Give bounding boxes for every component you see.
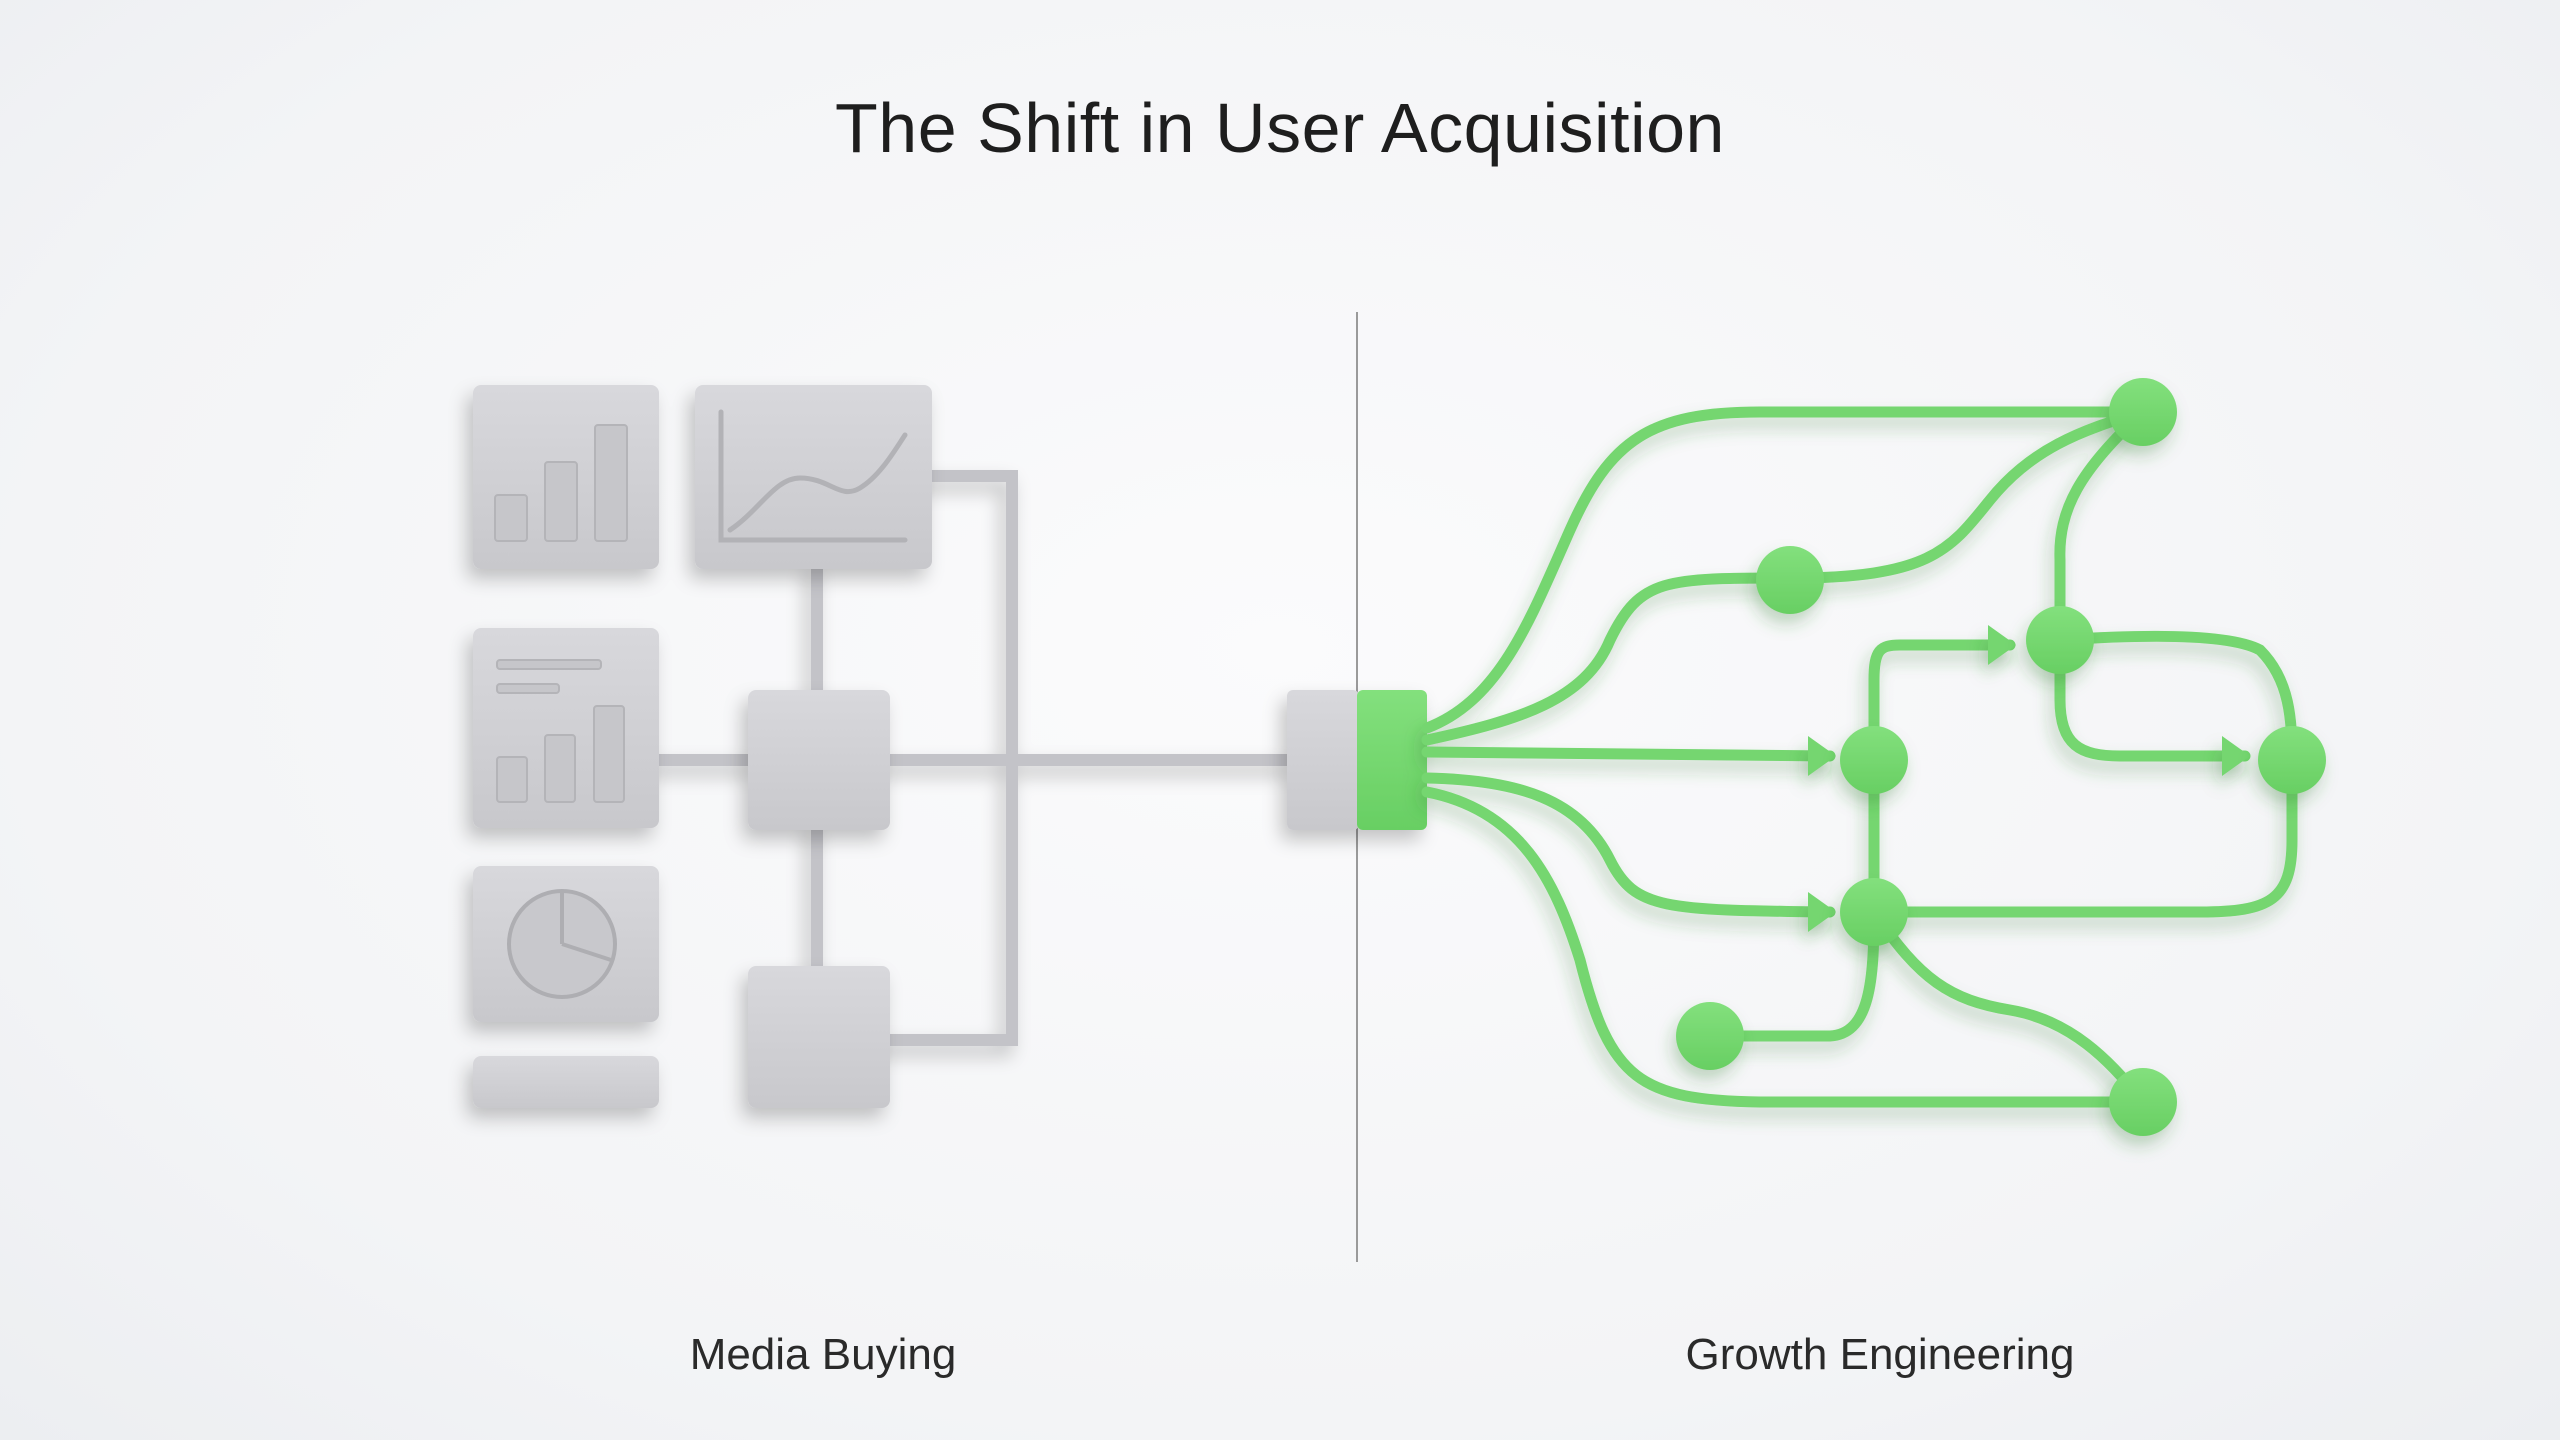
arrowhead-icon (1988, 625, 2016, 665)
network-link (1868, 754, 2298, 918)
arrowhead-icon (2222, 736, 2250, 776)
network-arrowheads (1808, 625, 2250, 932)
growth-engineering-label: Growth Engineering (1685, 1330, 2075, 1379)
network-link (2054, 406, 2149, 646)
network-link (1421, 786, 2149, 1108)
growth-engineering-network (1421, 406, 2298, 1108)
line-chart-tile (695, 385, 932, 569)
media-buying-tiles (473, 385, 932, 1108)
report-chart-icon (496, 659, 625, 803)
network-link (1421, 772, 1836, 918)
network-link (1421, 746, 1836, 762)
bridge-block (1287, 690, 1427, 830)
media-buying-label: Media Buying (689, 1330, 957, 1379)
hub-square (748, 690, 890, 830)
network-node (1840, 726, 1908, 794)
network-node (2258, 726, 2326, 794)
arrowhead-icon (1808, 736, 1836, 776)
network-node (2109, 378, 2177, 446)
network-link (1868, 906, 2149, 1108)
pie-chart-icon (507, 889, 617, 999)
network-node (1756, 546, 1824, 614)
network-link (1784, 406, 2149, 584)
pie-chart-tile (473, 866, 659, 1022)
lower-square (748, 966, 890, 1108)
page-title: The Shift in User Acquisition (835, 89, 1725, 167)
flat-tile (473, 1056, 659, 1108)
network-node (1840, 878, 1908, 946)
network-node (2026, 606, 2094, 674)
network-nodes (1676, 378, 2326, 1136)
bridge-green-half (1357, 690, 1427, 830)
network-link (1421, 572, 1796, 746)
network-link (2054, 634, 2251, 762)
media-buying-connectors (654, 470, 1293, 1046)
line-chart-icon (718, 409, 908, 543)
network-link (1868, 639, 2016, 762)
bar-chart-tile (473, 385, 659, 569)
bridge-gray-half (1287, 690, 1359, 830)
network-node (2109, 1068, 2177, 1136)
network-node (1676, 1002, 1744, 1070)
report-chart-tile (473, 628, 659, 828)
arrowhead-icon (1808, 892, 1836, 932)
network-link (2054, 630, 2298, 766)
network-link (1421, 406, 2149, 734)
bar-chart-icon (494, 424, 628, 542)
